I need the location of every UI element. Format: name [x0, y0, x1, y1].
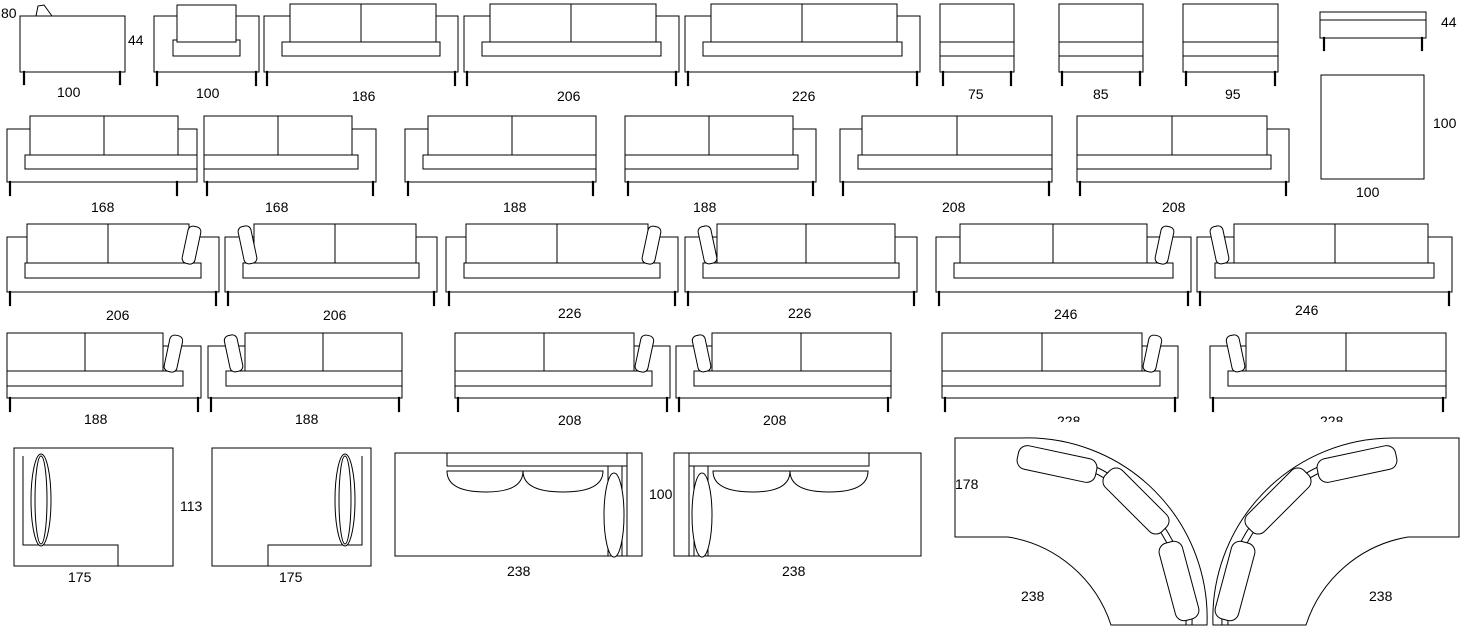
- front-view-chaise-228-left: [1210, 333, 1446, 411]
- module-75-width-label: 75: [968, 86, 984, 102]
- sofa-168-a-width-label: 168: [91, 199, 115, 215]
- front-view-chaise-228-right: [942, 333, 1178, 411]
- front-view-module-85: [1059, 4, 1143, 85]
- ottoman-width-label: 100: [1356, 184, 1380, 200]
- sofa-188-b-width-label: 188: [693, 199, 717, 215]
- front-view-sofa-188-left-arm: [625, 116, 816, 195]
- plan-view-curved-sofa-left: [955, 438, 1207, 625]
- sofa-226-b-width-label: 226: [788, 305, 812, 321]
- front-view-sofa-206-left-bolster: [225, 224, 437, 305]
- crop-mask: [930, 422, 1466, 434]
- front-view-sofa-226-right-bolster: [446, 224, 678, 305]
- ottoman-depth-label: 100: [1433, 115, 1457, 131]
- front-view-sofa-206-right-bolster: [7, 224, 219, 305]
- sofa-246-b-width-label: 246: [1295, 302, 1319, 318]
- armchair-width-label: 100: [196, 85, 220, 101]
- curved-depth-label: 178: [955, 476, 979, 492]
- front-view-sofa-206: [464, 4, 679, 85]
- front-view-sofa-246-left-bolster: [1197, 224, 1452, 305]
- sofa-206-width-label: 206: [557, 88, 581, 104]
- sofa-186-width-label: 186: [352, 88, 376, 104]
- chaise-depth-label: 100: [649, 486, 673, 502]
- sofa-208-b-width-label: 208: [1162, 199, 1186, 215]
- curved-b-width-label: 238: [1369, 588, 1393, 604]
- curved-a-width-label: 238: [1021, 588, 1045, 604]
- ottoman-top-view: [1321, 75, 1424, 179]
- plan-view-curved-sofa-right: [1213, 438, 1459, 625]
- plan-view-corner-175-left: [14, 448, 173, 566]
- front-view-sofa-186: [264, 4, 458, 85]
- front-view-chaise-208-left: [676, 333, 891, 411]
- front-view-sofa-226-left-bolster: [685, 224, 917, 305]
- sofa-206-a-width-label: 206: [106, 307, 130, 323]
- side-view-armchair: [20, 5, 125, 84]
- front-view-chaise-188-right: [7, 333, 201, 411]
- corner-175-a-width-label: 175: [68, 569, 92, 585]
- module-95-width-label: 95: [1225, 86, 1241, 102]
- side-height-label: 80: [1, 5, 17, 21]
- front-view-sofa-226: [685, 4, 920, 85]
- front-view-chaise-208-right: [455, 333, 670, 411]
- chaise-208-a-width-label: 208: [558, 412, 582, 428]
- corner-depth-label: 113: [180, 498, 203, 514]
- front-view-sofa-168-right-arm: [7, 116, 197, 195]
- plan-view-corner-175-right: [212, 448, 371, 566]
- front-view-armchair-100: [154, 5, 259, 85]
- front-view-sofa-188-right-arm: [405, 116, 596, 195]
- chaise-238-a-width-label: 238: [507, 563, 531, 579]
- front-view-module-75: [940, 4, 1014, 85]
- plan-view-chaise-238-right: [395, 453, 642, 557]
- chaise-188-a-width-label: 188: [84, 411, 108, 427]
- sofa-226-width-label: 226: [792, 88, 816, 104]
- front-view-sofa-208-right-arm: [840, 116, 1052, 195]
- front-view-sofa-208-left-arm: [1077, 116, 1289, 195]
- plan-view-chaise-238-left: [674, 453, 921, 557]
- ottoman-height-label: 44: [1441, 14, 1457, 30]
- module-85-width-label: 85: [1093, 86, 1109, 102]
- front-view-sofa-168-left-arm: [204, 116, 376, 195]
- chaise-208-b-width-label: 208: [763, 412, 787, 428]
- front-view-sofa-246-right-bolster: [936, 224, 1191, 305]
- corner-175-b-width-label: 175: [279, 569, 303, 585]
- chaise-188-b-width-label: 188: [295, 411, 319, 427]
- sofa-206-b-width-label: 206: [323, 307, 347, 323]
- sofa-208-a-width-label: 208: [942, 199, 966, 215]
- front-view-chaise-188-left: [208, 333, 402, 411]
- sofa-226-a-width-label: 226: [558, 305, 582, 321]
- sofa-188-a-width-label: 188: [503, 199, 527, 215]
- sofa-246-a-width-label: 246: [1054, 306, 1078, 322]
- sofa-168-b-width-label: 168: [265, 199, 289, 215]
- chaise-238-b-width-label: 238: [782, 563, 806, 579]
- front-view-module-95: [1183, 4, 1278, 85]
- side-depth-label: 44: [128, 32, 144, 48]
- side-width-label: 100: [57, 84, 81, 100]
- ottoman-front-view: [1320, 12, 1426, 50]
